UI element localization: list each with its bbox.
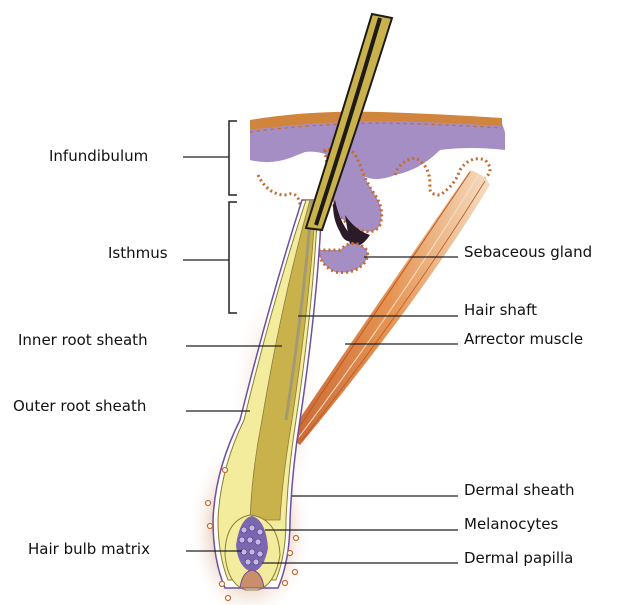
region-brackets xyxy=(229,121,237,313)
label-outer-root-sheath: Outer root sheath xyxy=(13,397,146,415)
label-inner-root-sheath: Inner root sheath xyxy=(18,331,148,349)
label-melanocytes: Melanocytes xyxy=(464,515,558,533)
hair-bulb xyxy=(225,515,280,590)
label-hair-shaft: Hair shaft xyxy=(464,301,537,319)
label-isthmus: Isthmus xyxy=(108,244,168,262)
label-hair-bulb-matrix: Hair bulb matrix xyxy=(28,540,150,558)
label-dermal-sheath: Dermal sheath xyxy=(464,481,575,499)
label-dermal-papilla: Dermal papilla xyxy=(464,549,573,567)
epidermis xyxy=(250,112,505,179)
label-arrector-muscle: Arrector muscle xyxy=(464,330,583,348)
label-infundibulum: Infundibulum xyxy=(49,147,148,165)
label-sebaceous-gland: Sebaceous gland xyxy=(464,243,592,261)
